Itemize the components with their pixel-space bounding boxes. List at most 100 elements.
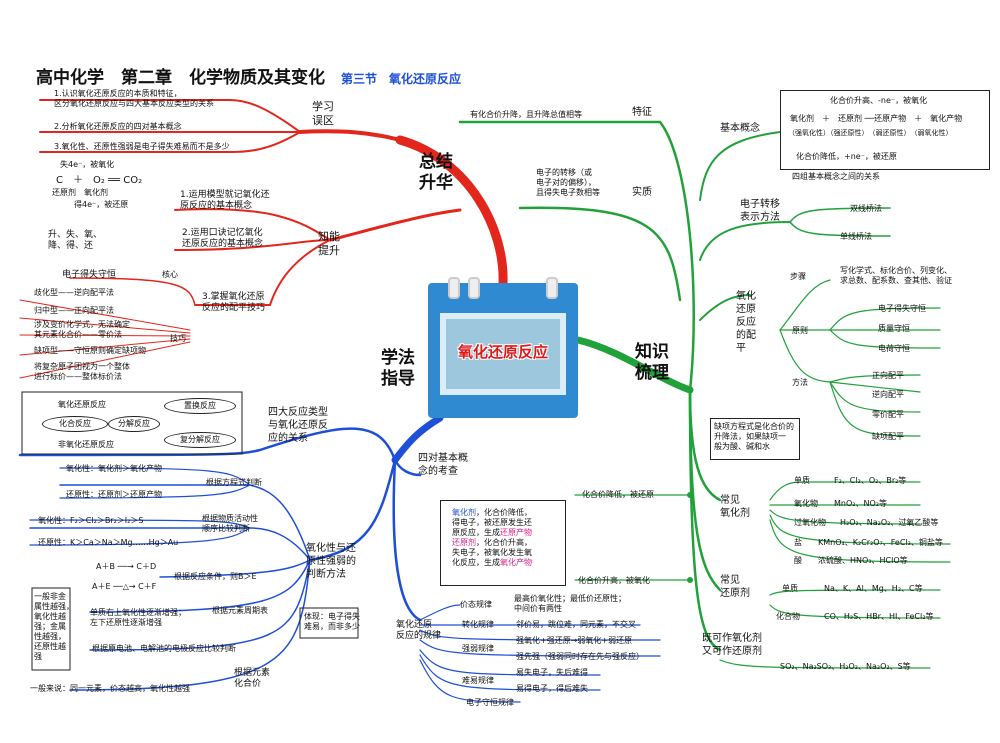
reductant-1-key: 单质 xyxy=(782,584,798,593)
non-redox-label: 非氧化还原反应 xyxy=(58,440,114,449)
reductants-label: 常见还原剂 xyxy=(720,575,750,599)
page-title: 高中化学 第二章 化学物质及其变化第三节 氧化还原反应 xyxy=(36,63,461,88)
lack-note: 缺项方程式是化合价的升降法，如果缺项一般为酸、碱和水 xyxy=(714,422,794,451)
branch-summary: 总结升华 xyxy=(419,152,453,193)
skill-3: 3.掌握氧化还原反应的配平技巧 xyxy=(202,292,266,313)
redox-label: 氧化还原反应 xyxy=(58,400,106,409)
four-pairs-text: 氧化剂，化合价降低， 得电子，被还原发生还 原反应，生成还原产物 还原剂，化合价… xyxy=(452,508,532,567)
skill-1: 1.运用模型就记氧化还原反应的基本概念 xyxy=(180,190,270,211)
technique-label: 技巧 xyxy=(170,334,186,343)
reductant-2-value: CO、H₂S、HBr、HI、FeCl₂等 xyxy=(824,612,934,621)
diagram-bottom: 得4e⁻，被还原 xyxy=(74,200,129,209)
transfer-method-label: 电子转移表示方法 xyxy=(740,199,780,223)
skill-2: 2.运用口诀记忆氧化还原反应的基本概念 xyxy=(182,228,264,249)
experiment-photo xyxy=(446,319,560,389)
core-principle: 电子得失守恒 xyxy=(62,270,117,280)
red-by-equation: 还原性：还原剂＞还原产物 xyxy=(66,490,162,499)
rule-3-value: 强氧化+强还原→弱氧化+弱还原 xyxy=(516,636,633,645)
by-valence: 根据元素化合价 xyxy=(234,668,271,689)
technique-3: 涉及变价化学式，无法确定其元素化合价——零价法 xyxy=(34,320,130,339)
by-activity: 根据物质活动性顺序比较判断 xyxy=(202,514,258,533)
concept-box xyxy=(780,90,990,170)
technique-5: 将复杂原子团视为一个整体进行标价——整体标价法 xyxy=(34,362,130,381)
lack-note-box xyxy=(710,418,800,460)
reductants-note: 化合价升高，被氧化 xyxy=(578,576,650,585)
goal-2: 2.分析氧化还原反应的四对基本概念 xyxy=(54,122,182,131)
oxidant-5-value: 浓硫酸、HNO₃、HClO等 xyxy=(818,556,908,565)
technique-4: 缺项型——守恒原则确定缺项物 xyxy=(34,346,146,355)
ox-by-activity: 氧化性：F₂＞Cl₂＞Br₂＞I₂＞S xyxy=(38,516,144,525)
ox-by-equation: 氧化性：氧化剂＞氧化产物 xyxy=(66,464,162,473)
by-periodic-table: 根据元素周期表 xyxy=(212,606,268,615)
concept-row2: （强氧化性）（强还原性） （弱还原性） （弱氧化性） xyxy=(788,129,953,137)
by-equation: 根据方程式判断 xyxy=(206,478,262,487)
condition-2: A＋E ──△→ C＋F xyxy=(92,582,157,591)
knowledge-up-label: 知能提升 xyxy=(318,230,340,257)
rule-2-value: 邻价易，跳位难，同元素，不交叉 xyxy=(516,620,636,629)
red-by-activity: 还原性：K＞Ca＞Na＞Mg……Hg＞Au xyxy=(38,538,179,547)
ease-note: 体现：电子得失难易，而非多少 xyxy=(304,612,360,631)
oxidant-1-value: F₂、Cl₂、O₂、Br₂等 xyxy=(834,476,907,485)
rule-6-value: 易得电子，得后难失 xyxy=(516,684,588,693)
rule-5-value: 易失电子，失后难得 xyxy=(516,668,588,677)
principle-1: 电子得失守恒 xyxy=(878,304,926,313)
method-2: 逆向配平 xyxy=(872,390,904,399)
diagram-labels: 还原剂 氧化剂 xyxy=(52,188,108,197)
core-label: 核心 xyxy=(162,270,178,279)
goal-3: 3.氧化性、还原性强弱是电子得失难易而不是多少 xyxy=(54,142,230,151)
steps-label: 步骤 xyxy=(790,272,806,281)
rule-7-key: 电子守恒规律 xyxy=(466,698,514,707)
oxidant-4-value: KMnO₄、K₂Cr₂O₇、FeCl₃、铜盐等 xyxy=(818,538,943,547)
center-node: 氧化还原反应 xyxy=(428,277,578,418)
essence-label: 实质 xyxy=(632,187,652,198)
reductant-1-value: Na、K、Al、Mg、H₂、C等 xyxy=(824,584,923,593)
concept-row: 氧化剂 ＋ 还原剂 ──还原产物 ＋ 氧化产物 xyxy=(790,114,963,123)
valence-note: 一般来说：同一元素，价态越高，氧化性越强 xyxy=(30,684,190,693)
double-decomposition-label: 复分解反应 xyxy=(180,435,220,444)
feature-label: 特征 xyxy=(632,107,652,118)
four-pairs-box xyxy=(440,500,566,586)
balance-label: 氧化还原反应的配平 xyxy=(736,291,756,354)
oxidants-label: 常见氧化剂 xyxy=(720,495,750,519)
diagram-top: 失4e⁻，被氧化 xyxy=(60,160,115,169)
method-4: 缺项配平 xyxy=(872,432,904,441)
by-battery: 根据原电池、电解池的电极反应比较判断 xyxy=(92,644,236,653)
concept-bottom: 化合价降低，+ne⁻，被还原 xyxy=(796,152,897,161)
by-condition: 根据反应条件，则B＞E xyxy=(174,572,257,581)
study-goals-label: 学习误区 xyxy=(312,100,334,127)
rule-3-key: 强弱规律 xyxy=(462,644,494,653)
displacement-label: 置换反应 xyxy=(184,401,216,410)
rule-1-value: 最高价氧化性；最低价还原性；中间价有两性 xyxy=(514,594,626,613)
title-section: 第三节 氧化还原反应 xyxy=(341,72,462,86)
method-label: 方法 xyxy=(792,378,808,387)
double-bridge: 双线桥法 xyxy=(850,204,882,213)
basic-concepts-label: 基本概念 xyxy=(720,123,760,134)
double-decomposition-oval: 复分解反应 xyxy=(164,432,236,448)
decomposition-oval: 分解反应 xyxy=(108,416,160,432)
technique-2: 归中型——正向配平法 xyxy=(34,306,114,315)
oxidant-1-key: 单质 xyxy=(794,476,810,485)
method-3: 零价配平 xyxy=(872,410,904,419)
four-pairs-label: 四对基本概念的考查 xyxy=(418,453,468,477)
both-label: 既可作氧化剂又可作还原剂 xyxy=(702,633,762,657)
essence-text: 电子的转移（或电子对的偏移），且得失电子数相等 xyxy=(536,168,600,197)
oxidant-2-key: 氧化物 xyxy=(794,499,818,508)
goal-1: 1.认识氧化还原反应的本质和特征，区分氧化还原反应与四大基本反应类型的关系 xyxy=(54,89,214,108)
cloud-text: 升、失、氧、降、得、还 xyxy=(48,230,103,251)
rule-4-value: 强先强（强弱同时存在先与强反应） xyxy=(516,652,644,661)
rule-5-key: 难易规律 xyxy=(462,676,494,685)
principle-2: 质量守恒 xyxy=(878,324,910,333)
strength-label: 氧化性与还原性强弱的判断方法 xyxy=(306,543,356,580)
combination-oval: 化合反应 xyxy=(42,416,108,432)
center-label: 氧化还原反应 xyxy=(457,343,548,361)
combination-label: 化合反应 xyxy=(59,419,91,428)
decomposition-label: 分解反应 xyxy=(118,419,150,428)
oxidant-3-key: 过氧化物 xyxy=(794,518,826,527)
four-types-label: 四大反应类型与氧化还原反应的关系 xyxy=(268,407,328,444)
technique-1: 歧化型——逆向配平法 xyxy=(34,288,114,297)
feature-text: 有化合价升降，且升降总值相等 xyxy=(470,110,582,119)
rules-label: 氧化还原反应的规律 xyxy=(396,620,442,641)
branch-knowledge: 知识梳理 xyxy=(635,342,669,383)
steps-text: 写化学式、标化合价、列变化、求总数、配系数、查其他、验证 xyxy=(840,266,952,285)
